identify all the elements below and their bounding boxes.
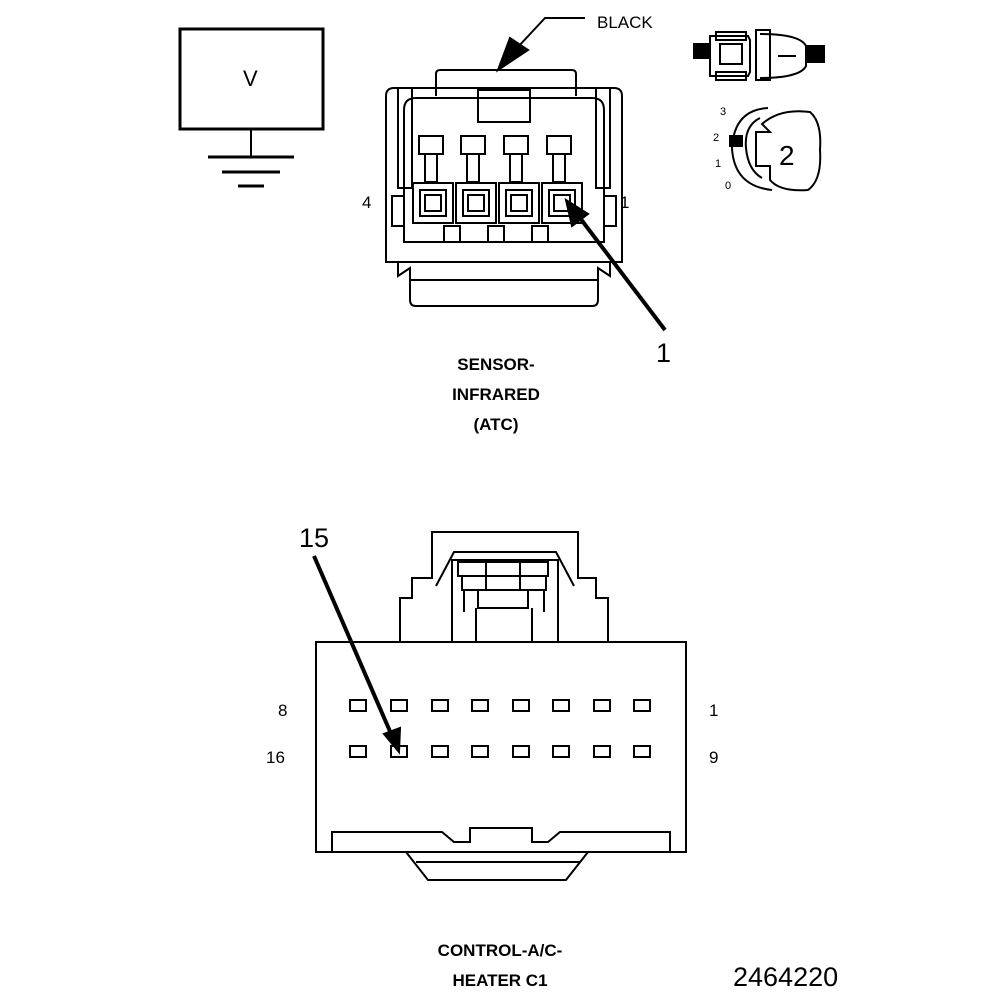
probe-scale-2: 2 <box>713 132 720 144</box>
control-pin-callout: 15 <box>299 523 330 553</box>
control-caption-line1: CONTROL-A/C- <box>437 941 563 960</box>
figure-number: 2464220 <box>733 962 839 992</box>
test-probe-illustration <box>693 29 825 192</box>
sensor-caption-line3: (ATC) <box>473 415 519 434</box>
connector-color-label: BLACK <box>597 13 653 32</box>
voltmeter-label: V <box>243 66 258 91</box>
control-row1-right-label: 1 <box>709 701 719 720</box>
control-row2-right-label: 9 <box>709 748 719 767</box>
probe-scale-3: 3 <box>720 106 727 118</box>
control-row2-left-label: 16 <box>266 748 285 767</box>
sensor-pin-label-left: 4 <box>362 193 372 212</box>
sensor-pin-callout: 1 <box>656 338 672 368</box>
probe-callout: 2 <box>779 140 795 171</box>
probe-scale-1: 1 <box>715 158 722 170</box>
control-caption-line2: HEATER C1 <box>452 971 548 990</box>
probe-scale-0: 0 <box>725 180 732 192</box>
sensor-caption-line2: INFRARED <box>452 385 540 404</box>
voltmeter-symbol <box>178 27 325 188</box>
sensor-pin-label-right: 1 <box>620 193 630 212</box>
sensor-caption-line1: SENSOR- <box>457 355 535 374</box>
control-connector <box>312 531 687 881</box>
control-row1-left-label: 8 <box>278 701 288 720</box>
sensor-connector <box>385 17 667 332</box>
